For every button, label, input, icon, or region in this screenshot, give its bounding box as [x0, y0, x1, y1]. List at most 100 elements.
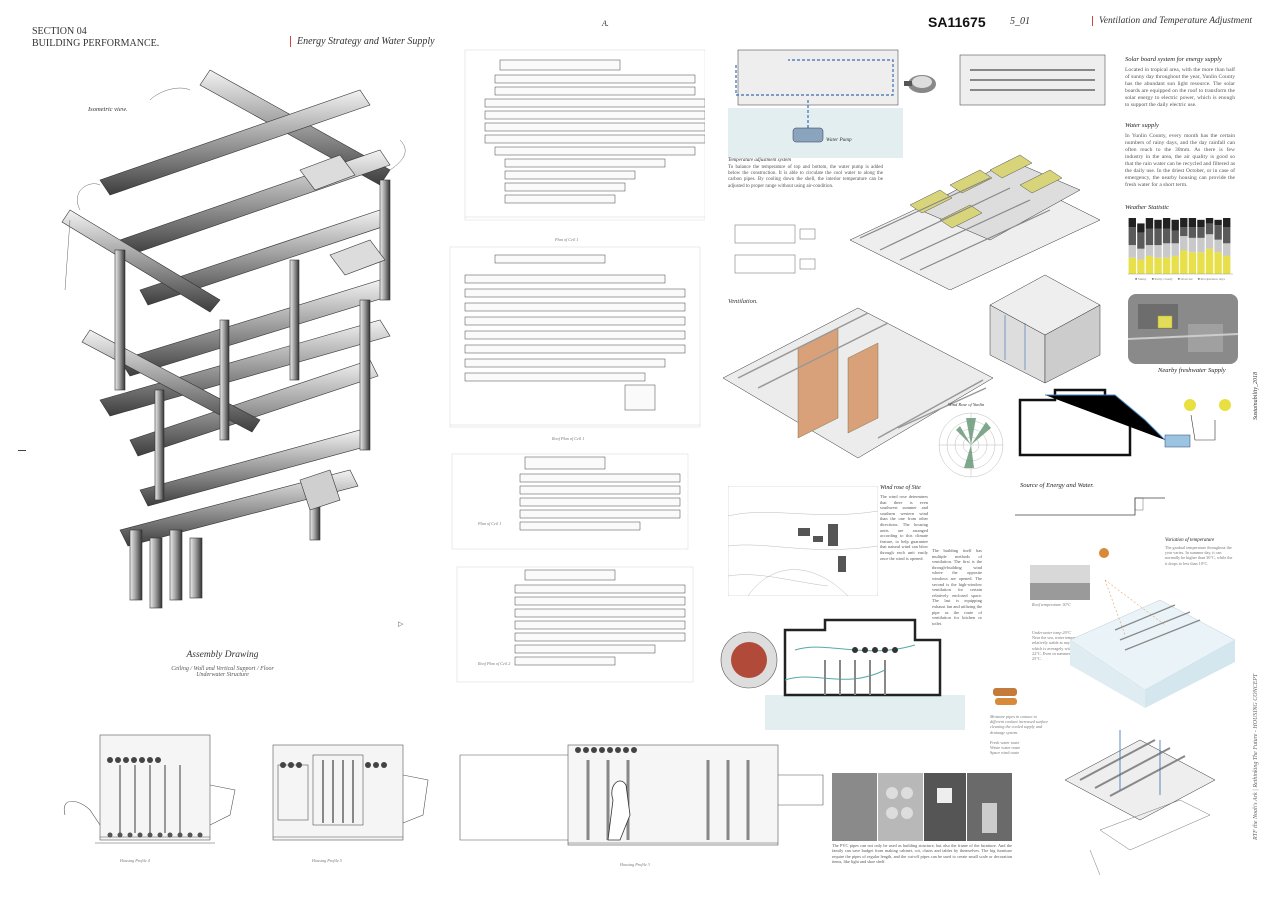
temp-adjust-text: To balance the temperature of top and bo… — [728, 165, 883, 189]
weather-bar-nov-sunny — [1214, 252, 1222, 274]
weather-bar-jun-precipitation-days — [1171, 219, 1179, 231]
temp-adjust-title: Temperature adjustment system — [728, 158, 791, 163]
pump-photo — [902, 62, 942, 106]
isometric-label: Isometric view. — [88, 106, 128, 113]
water-pump-label: Water Pump — [826, 137, 852, 143]
pvc-text: The PVC pipes can not only be used as bu… — [832, 843, 1012, 865]
assembly-subtitle-1: Ceiling / Wall and Vertical Support / Fl… — [171, 666, 274, 672]
solar-iso-drawing — [840, 130, 1110, 290]
section-title: SECTION 04 BUILDING PERFORMANCE. — [32, 26, 159, 50]
legend-precipitation: ■ Precipitation days — [1197, 277, 1225, 281]
weather-bar-sep-sunny — [1197, 252, 1205, 274]
weather-bar-oct-precipitation-days — [1205, 218, 1214, 224]
ventilation-heading: Ventilation and Temperature Adjustment — [1092, 16, 1252, 26]
margin-tick — [18, 450, 26, 451]
weather-bar-jul-overcast — [1180, 227, 1188, 237]
weather-bar-aug-overcast — [1188, 227, 1197, 238]
weather-bar-aug-partly-cloudy — [1188, 237, 1197, 253]
weather-bar-sep-partly-cloudy — [1197, 237, 1205, 253]
weather-bar-apr-overcast — [1154, 228, 1162, 246]
weather-bar-mar-partly-cloudy — [1145, 245, 1154, 256]
weather-bar-dec-overcast — [1223, 227, 1231, 244]
housing-profile-5 — [258, 715, 438, 855]
weather-bar-mar-precipitation-days — [1145, 218, 1154, 229]
weather-bar-nov-precipitation-days — [1214, 219, 1222, 226]
roof-plan-ceil-2 — [455, 565, 695, 685]
energy-water-label: Source of Energy and Water. — [1020, 482, 1094, 489]
assembly-subtitle-2: Underwater Structure — [196, 672, 249, 678]
water-supply-title: Water supply — [1125, 122, 1159, 129]
profile-5-label: Housing Profile 5 — [312, 858, 342, 863]
wind-site-block: Wind rose of Site The wind rose determin… — [880, 485, 928, 561]
section-number: SECTION 04 — [32, 26, 87, 37]
weather-bar-aug-precipitation-days — [1188, 218, 1197, 228]
weather-bar-oct-sunny — [1205, 248, 1214, 274]
plan-ceil-1 — [445, 45, 705, 225]
weather-bar-dec-sunny — [1223, 255, 1231, 274]
play-icon: ▷ — [398, 620, 404, 628]
sustainability-label: Sustainability_2018 — [1253, 372, 1259, 420]
weather-bar-jun-overcast — [1171, 230, 1179, 244]
sea-photo — [1030, 565, 1090, 600]
wind-site-text: The wind rose determines that there is e… — [880, 494, 928, 561]
pipe-legend: Fresh water route Waste water route Spac… — [990, 740, 1050, 756]
underwater-temp-title: Underwater temp 20°C — [1032, 630, 1072, 635]
legend-waste-water: Waste water route — [990, 745, 1021, 751]
plan-ceil-1b — [450, 452, 690, 552]
weather-bar-mar-overcast — [1145, 228, 1154, 246]
profile-4-label: Housing Profile 4 — [120, 858, 150, 863]
solar-title: Solar board system for energy supply — [1125, 56, 1222, 63]
weather-bar-dec-partly-cloudy — [1223, 243, 1231, 256]
underwater-temp-block: Underwater temp 20°C Near the sea, water… — [1032, 630, 1092, 661]
energy-water-section — [1015, 380, 1245, 470]
weather-bar-feb-partly-cloudy — [1137, 248, 1145, 260]
solar-board-block: Solar board system for energy supply Loc… — [1125, 56, 1235, 109]
pipe-note: Moisture pipes in contact to different c… — [990, 714, 1049, 735]
roof-temp-label: Roof temperature 30°C — [1032, 602, 1071, 607]
weather-bar-feb-sunny — [1137, 259, 1145, 274]
pipe-photos — [832, 773, 1012, 841]
plan-label-3: Plan of Ceil 1 — [478, 521, 502, 526]
weather-bars — [1128, 218, 1233, 275]
column-a-label: A. — [602, 19, 609, 28]
top-section-drawing — [955, 45, 1115, 115]
wind-rose-chart — [936, 410, 1006, 480]
weather-bar-jul-partly-cloudy — [1180, 236, 1188, 251]
site-map — [728, 486, 878, 596]
weather-bar-jan-overcast — [1128, 227, 1136, 246]
assembly-drawing-caption: Assembly Drawing Ceiling / Wall and Vert… — [150, 650, 295, 678]
water-supply-text: In Yunlin County, every month has the ce… — [1125, 133, 1235, 188]
plan-label-2: Roof Plan of Ceil 1 — [552, 436, 585, 441]
pipe-sample-icon — [990, 680, 1020, 710]
weather-bar-jul-sunny — [1180, 250, 1188, 274]
aerial-photo — [1128, 294, 1238, 364]
legend-sunny: ■ Sunny — [1135, 277, 1147, 281]
housing-profile-4 — [60, 715, 240, 855]
weather-bar-nov-partly-cloudy — [1214, 239, 1222, 253]
weather-chart — [1120, 214, 1235, 284]
variation-block: Variation of temperature The gradual tem… — [1165, 538, 1235, 566]
weather-bar-may-precipitation-days — [1162, 218, 1171, 229]
bottom-right-iso — [1060, 700, 1220, 880]
weather-bar-sep-precipitation-days — [1197, 219, 1205, 228]
weather-bar-jan-sunny — [1128, 257, 1136, 274]
weather-bar-nov-overcast — [1214, 225, 1222, 240]
weather-bar-may-sunny — [1162, 257, 1171, 274]
variation-title: Variation of temperature — [1165, 538, 1215, 543]
assembly-title: Assembly Drawing — [186, 650, 259, 660]
variation-text: The gradual temperature throughout the y… — [1165, 545, 1233, 566]
weather-bar-dec-precipitation-days — [1223, 218, 1231, 228]
water-pump-diagram — [728, 40, 908, 160]
legend-overcast: ■ Overcast — [1177, 277, 1193, 281]
underwater-iso — [1065, 580, 1240, 710]
weather-bar-aug-sunny — [1188, 252, 1197, 274]
housing-profile-3 — [458, 715, 828, 865]
weather-bar-jul-precipitation-days — [1180, 218, 1188, 228]
energy-strategy-heading: Energy Strategy and Water Supply — [290, 36, 435, 47]
legend-fresh-water: Fresh water route — [990, 740, 1020, 745]
sun-icon — [1099, 548, 1109, 558]
isometric-pipe-structure — [60, 60, 420, 620]
roof-plan-ceil-1 — [445, 245, 705, 435]
weather-bar-apr-partly-cloudy — [1154, 245, 1162, 258]
weather-bar-jun-sunny — [1171, 255, 1179, 274]
